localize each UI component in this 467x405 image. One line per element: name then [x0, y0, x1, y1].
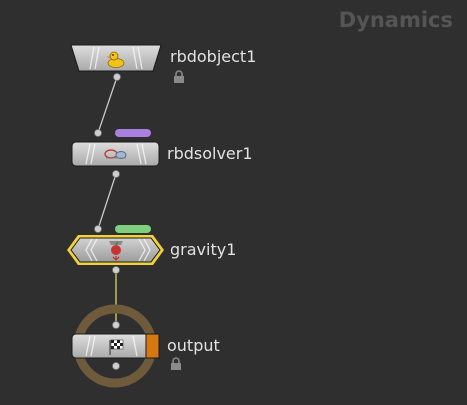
node-output[interactable] — [71, 304, 181, 388]
node-label-rbdsolver1[interactable]: rbdsolver1 — [167, 144, 253, 163]
node-gravity1-output-connector[interactable] — [112, 266, 120, 274]
lock-icon — [171, 357, 181, 370]
node-output-input-connector[interactable] — [112, 321, 120, 329]
node-gravity1-flag[interactable] — [115, 225, 151, 233]
node-output-display-flag[interactable] — [145, 333, 160, 359]
node-gravity1[interactable] — [67, 225, 164, 274]
node-rbdsolver1-flag[interactable] — [115, 129, 151, 137]
node-label-gravity1[interactable]: gravity1 — [170, 240, 237, 259]
wire-rbdobject-to-rbdsolver[interactable] — [97, 76, 118, 134]
node-label-output[interactable]: output — [167, 336, 220, 355]
node-rbdsolver1[interactable] — [71, 129, 160, 178]
gravity-apple-icon — [109, 241, 123, 261]
network-context-label: Dynamics — [338, 8, 453, 32]
node-label-rbdobject1[interactable]: rbdobject1 — [170, 47, 257, 66]
node-output-output-connector[interactable] — [112, 362, 120, 370]
checkered-flag-icon — [109, 339, 124, 355]
lock-icon — [174, 70, 184, 83]
rbd-solver-icon — [104, 149, 127, 159]
node-rbdsolver1-output-connector[interactable] — [112, 170, 120, 178]
node-rbdsolver1-input-connector[interactable] — [94, 129, 102, 137]
wire-rbdsolver-to-gravity[interactable] — [97, 173, 117, 230]
node-rbdobject1-output-connector[interactable] — [113, 73, 121, 81]
rubber-duck-icon — [106, 51, 125, 68]
node-gravity1-input-connector[interactable] — [94, 225, 102, 233]
node-rbdobject1[interactable] — [70, 44, 184, 83]
